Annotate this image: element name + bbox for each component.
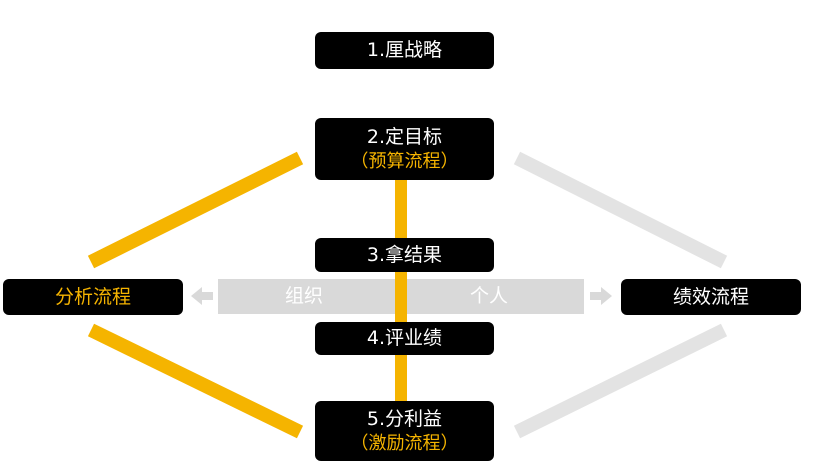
step-4-label: 4.评业绩 xyxy=(366,327,443,350)
step-5-label: 5.分利益 xyxy=(366,407,443,430)
step-3-label: 3.拿结果 xyxy=(366,243,443,266)
connector-benefits-to-performance xyxy=(513,323,728,439)
arrow-right-icon xyxy=(590,287,612,305)
spine-segment-2-3 xyxy=(395,180,407,238)
step-4-box: 4.评业绩 xyxy=(315,322,494,355)
performance-process-box: 绩效流程 xyxy=(621,279,801,315)
step-1-label: 1.厘战略 xyxy=(366,39,443,62)
analysis-process-label: 分析流程 xyxy=(54,285,131,308)
spine-segment-4-5 xyxy=(395,355,407,401)
step-2-sublabel: （预算流程） xyxy=(350,150,459,172)
step-3-box: 3.拿结果 xyxy=(315,238,494,272)
step-2-label: 2.定目标 xyxy=(366,125,443,148)
step-1-box: 1.厘战略 xyxy=(315,32,494,69)
spine-segment-3-4 xyxy=(395,272,407,322)
analysis-process-box: 分析流程 xyxy=(3,279,183,315)
band-label-organization: 组织 xyxy=(285,285,324,307)
connector-analysis-to-targets xyxy=(87,151,304,269)
step-5-box: 5.分利益 （激励流程） xyxy=(315,401,494,461)
step-5-sublabel: （激励流程） xyxy=(350,432,459,454)
arrow-left-icon xyxy=(191,287,213,305)
connector-targets-to-performance xyxy=(513,151,728,269)
band-label-individual: 个人 xyxy=(470,285,509,307)
step-2-box: 2.定目标 （预算流程） xyxy=(315,118,494,180)
performance-process-label: 绩效流程 xyxy=(672,285,749,308)
connector-analysis-to-benefits xyxy=(87,323,304,439)
